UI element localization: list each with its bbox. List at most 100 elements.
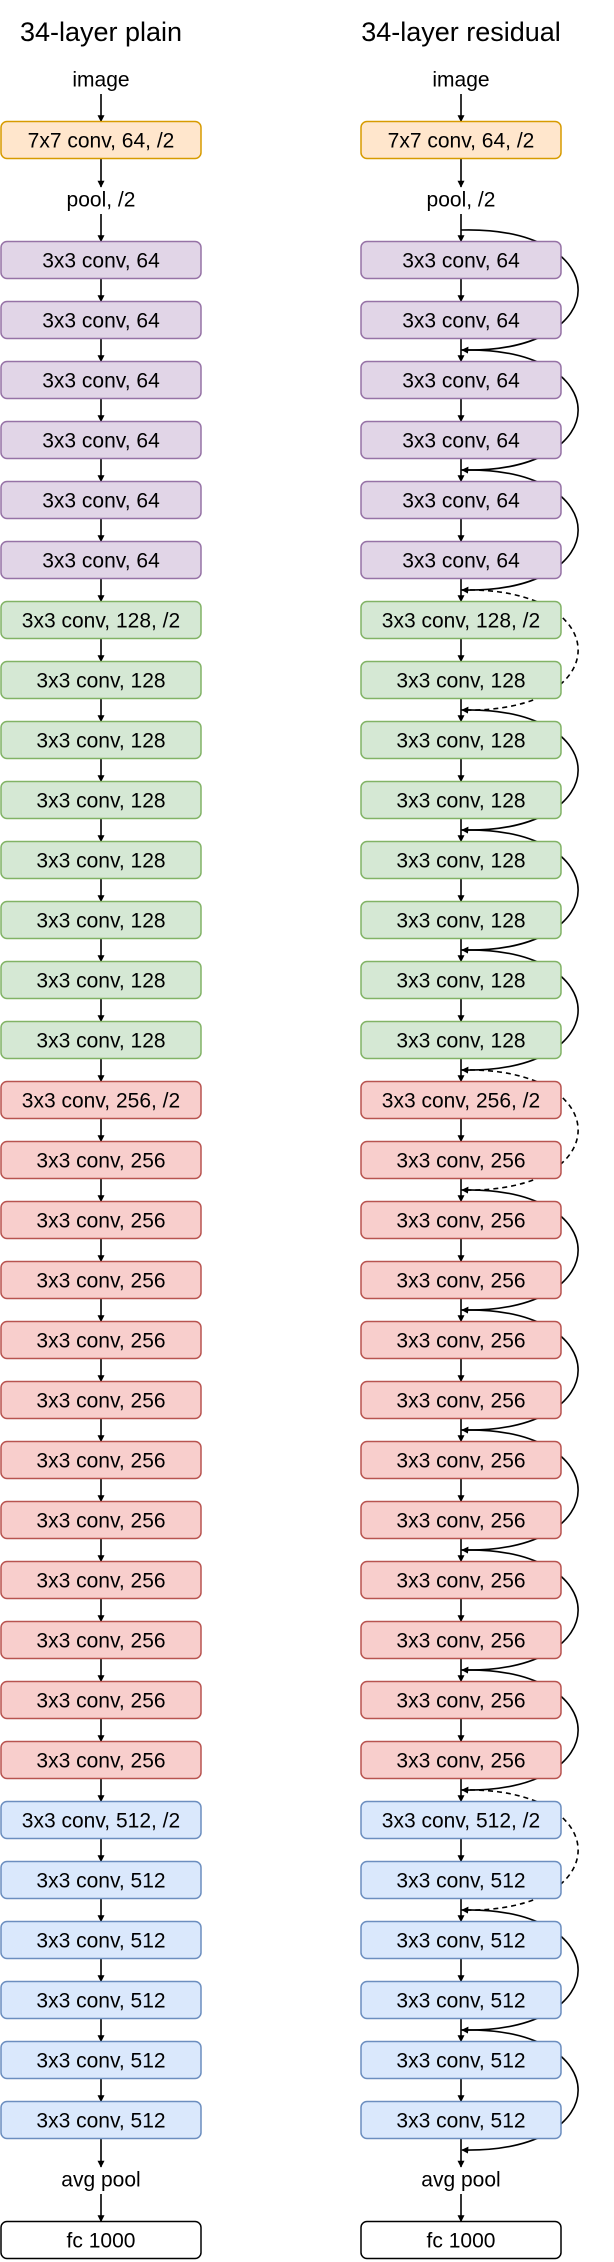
plain-conv-layer-15-label: 3x3 conv, 256, /2 xyxy=(22,1090,180,1113)
residual-conv-layer-8 xyxy=(360,660,562,700)
residual-conv-layer-1 xyxy=(360,240,562,280)
skip-connection-9 xyxy=(460,1189,579,1314)
plain-conv-layer-17-label: 3x3 conv, 256 xyxy=(36,1210,165,1233)
plain-conv-layer-23 xyxy=(0,1560,202,1600)
plain-conv-layer-2-label: 3x3 conv, 64 xyxy=(42,310,160,333)
plain-conv-layer-1-label: 3x3 conv, 64 xyxy=(42,250,160,273)
plain-conv-layer-11 xyxy=(0,840,202,880)
skip-connection-6 xyxy=(460,829,579,954)
plain-stem-conv xyxy=(0,120,202,160)
residual-conv-layer-19 xyxy=(360,1320,562,1360)
plain-pool-label: pool, /2 xyxy=(67,189,136,212)
plain-conv-layer-5-label: 3x3 conv, 64 xyxy=(42,490,160,513)
residual-conv-layer-5 xyxy=(360,480,562,520)
residual-conv-layer-3-label: 3x3 conv, 64 xyxy=(402,370,520,393)
residual-conv-layer-28-label: 3x3 conv, 512 xyxy=(396,1870,525,1893)
plain-conv-layer-8-label: 3x3 conv, 128 xyxy=(36,670,165,693)
residual-conv-layer-31-label: 3x3 conv, 512 xyxy=(396,2050,525,2073)
residual-conv-layer-19-label: 3x3 conv, 256 xyxy=(396,1330,525,1353)
plain-conv-layer-10-label: 3x3 conv, 128 xyxy=(36,790,165,813)
residual-conv-layer-25 xyxy=(360,1680,562,1720)
plain-conv-layer-10 xyxy=(0,780,202,820)
plain-column-title: 34-layer plain xyxy=(20,17,182,47)
residual-conv-layer-18-label: 3x3 conv, 256 xyxy=(396,1270,525,1293)
skip-connection-11 xyxy=(460,1429,579,1554)
residual-fc-layer-label: fc 1000 xyxy=(427,2230,496,2253)
residual-conv-layer-24 xyxy=(360,1620,562,1660)
plain-conv-layer-9-label: 3x3 conv, 128 xyxy=(36,730,165,753)
residual-conv-layer-31 xyxy=(360,2040,562,2080)
residual-conv-layer-29-label: 3x3 conv, 512 xyxy=(396,1930,525,1953)
residual-conv-layer-14 xyxy=(360,1020,562,1060)
residual-conv-layer-23-label: 3x3 conv, 256 xyxy=(396,1570,525,1593)
residual-conv-layer-23 xyxy=(360,1560,562,1600)
residual-conv-layer-30-label: 3x3 conv, 512 xyxy=(396,1990,525,2013)
residual-conv-layer-26 xyxy=(360,1740,562,1780)
plain-conv-layer-5 xyxy=(0,480,202,520)
residual-conv-layer-1-label: 3x3 conv, 64 xyxy=(402,250,520,273)
residual-conv-layer-14-label: 3x3 conv, 128 xyxy=(396,1030,525,1053)
residual-conv-layer-32 xyxy=(360,2100,562,2140)
plain-conv-layer-9 xyxy=(0,720,202,760)
plain-conv-layer-11-label: 3x3 conv, 128 xyxy=(36,850,165,873)
plain-conv-layer-6-label: 3x3 conv, 64 xyxy=(42,550,160,573)
residual-conv-layer-21-label: 3x3 conv, 256 xyxy=(396,1450,525,1473)
residual-conv-layer-22-label: 3x3 conv, 256 xyxy=(396,1510,525,1533)
plain-conv-layer-24-label: 3x3 conv, 256 xyxy=(36,1630,165,1653)
plain-conv-layer-7 xyxy=(0,600,202,640)
residual-conv-layer-20-label: 3x3 conv, 256 xyxy=(396,1390,525,1413)
plain-conv-layer-17 xyxy=(0,1200,202,1240)
plain-input-label: image xyxy=(72,69,129,92)
plain-conv-layer-28 xyxy=(0,1860,202,1900)
residual-conv-layer-24-label: 3x3 conv, 256 xyxy=(396,1630,525,1653)
residual-conv-layer-13-label: 3x3 conv, 128 xyxy=(396,970,525,993)
residual-conv-layer-7 xyxy=(360,600,562,640)
skip-connection-1 xyxy=(460,229,579,354)
residual-conv-layer-32-label: 3x3 conv, 512 xyxy=(396,2110,525,2133)
residual-conv-layer-15 xyxy=(360,1080,562,1120)
residual-conv-layer-10-label: 3x3 conv, 128 xyxy=(396,790,525,813)
plain-conv-layer-3 xyxy=(0,360,202,400)
plain-conv-layer-3-label: 3x3 conv, 64 xyxy=(42,370,160,393)
plain-conv-layer-13-label: 3x3 conv, 128 xyxy=(36,970,165,993)
residual-conv-layer-4-label: 3x3 conv, 64 xyxy=(402,430,520,453)
residual-conv-layer-2-label: 3x3 conv, 64 xyxy=(402,310,520,333)
skip-connection-16 xyxy=(460,2029,579,2154)
plain-conv-layer-14 xyxy=(0,1020,202,1060)
skip-connection-15 xyxy=(460,1909,579,2034)
residual-conv-layer-30 xyxy=(360,1980,562,2020)
residual-conv-layer-16 xyxy=(360,1140,562,1180)
plain-conv-layer-23-label: 3x3 conv, 256 xyxy=(36,1570,165,1593)
residual-conv-layer-8-label: 3x3 conv, 128 xyxy=(396,670,525,693)
plain-conv-layer-18-label: 3x3 conv, 256 xyxy=(36,1270,165,1293)
residual-input-label: image xyxy=(432,69,489,92)
residual-conv-layer-27 xyxy=(360,1800,562,1840)
skip-connection-4-projection xyxy=(460,589,579,714)
residual-conv-layer-13 xyxy=(360,960,562,1000)
residual-stem-conv xyxy=(360,120,562,160)
residual-conv-layer-18 xyxy=(360,1260,562,1300)
residual-conv-layer-15-label: 3x3 conv, 256, /2 xyxy=(382,1090,540,1113)
plain-conv-layer-26 xyxy=(0,1740,202,1780)
plain-conv-layer-20-label: 3x3 conv, 256 xyxy=(36,1390,165,1413)
residual-conv-layer-28 xyxy=(360,1860,562,1900)
plain-fc-layer-label: fc 1000 xyxy=(67,2230,136,2253)
plain-avg-pool-label: avg pool xyxy=(61,2169,140,2192)
plain-conv-layer-22 xyxy=(0,1500,202,1540)
skip-connection-5 xyxy=(460,709,579,834)
residual-conv-layer-5-label: 3x3 conv, 64 xyxy=(402,490,520,513)
plain-conv-layer-12-label: 3x3 conv, 128 xyxy=(36,910,165,933)
residual-conv-layer-10 xyxy=(360,780,562,820)
plain-conv-layer-25-label: 3x3 conv, 256 xyxy=(36,1690,165,1713)
plain-conv-layer-27-label: 3x3 conv, 512, /2 xyxy=(22,1810,180,1833)
plain-conv-layer-30-label: 3x3 conv, 512 xyxy=(36,1990,165,2013)
plain-conv-layer-19 xyxy=(0,1320,202,1360)
residual-conv-layer-29 xyxy=(360,1920,562,1960)
plain-conv-layer-12 xyxy=(0,900,202,940)
residual-conv-layer-17-label: 3x3 conv, 256 xyxy=(396,1210,525,1233)
plain-conv-layer-2 xyxy=(0,300,202,340)
flow-arrows xyxy=(97,94,465,2223)
plain-fc-layer xyxy=(0,2220,202,2260)
layer-boxes xyxy=(0,120,562,2260)
